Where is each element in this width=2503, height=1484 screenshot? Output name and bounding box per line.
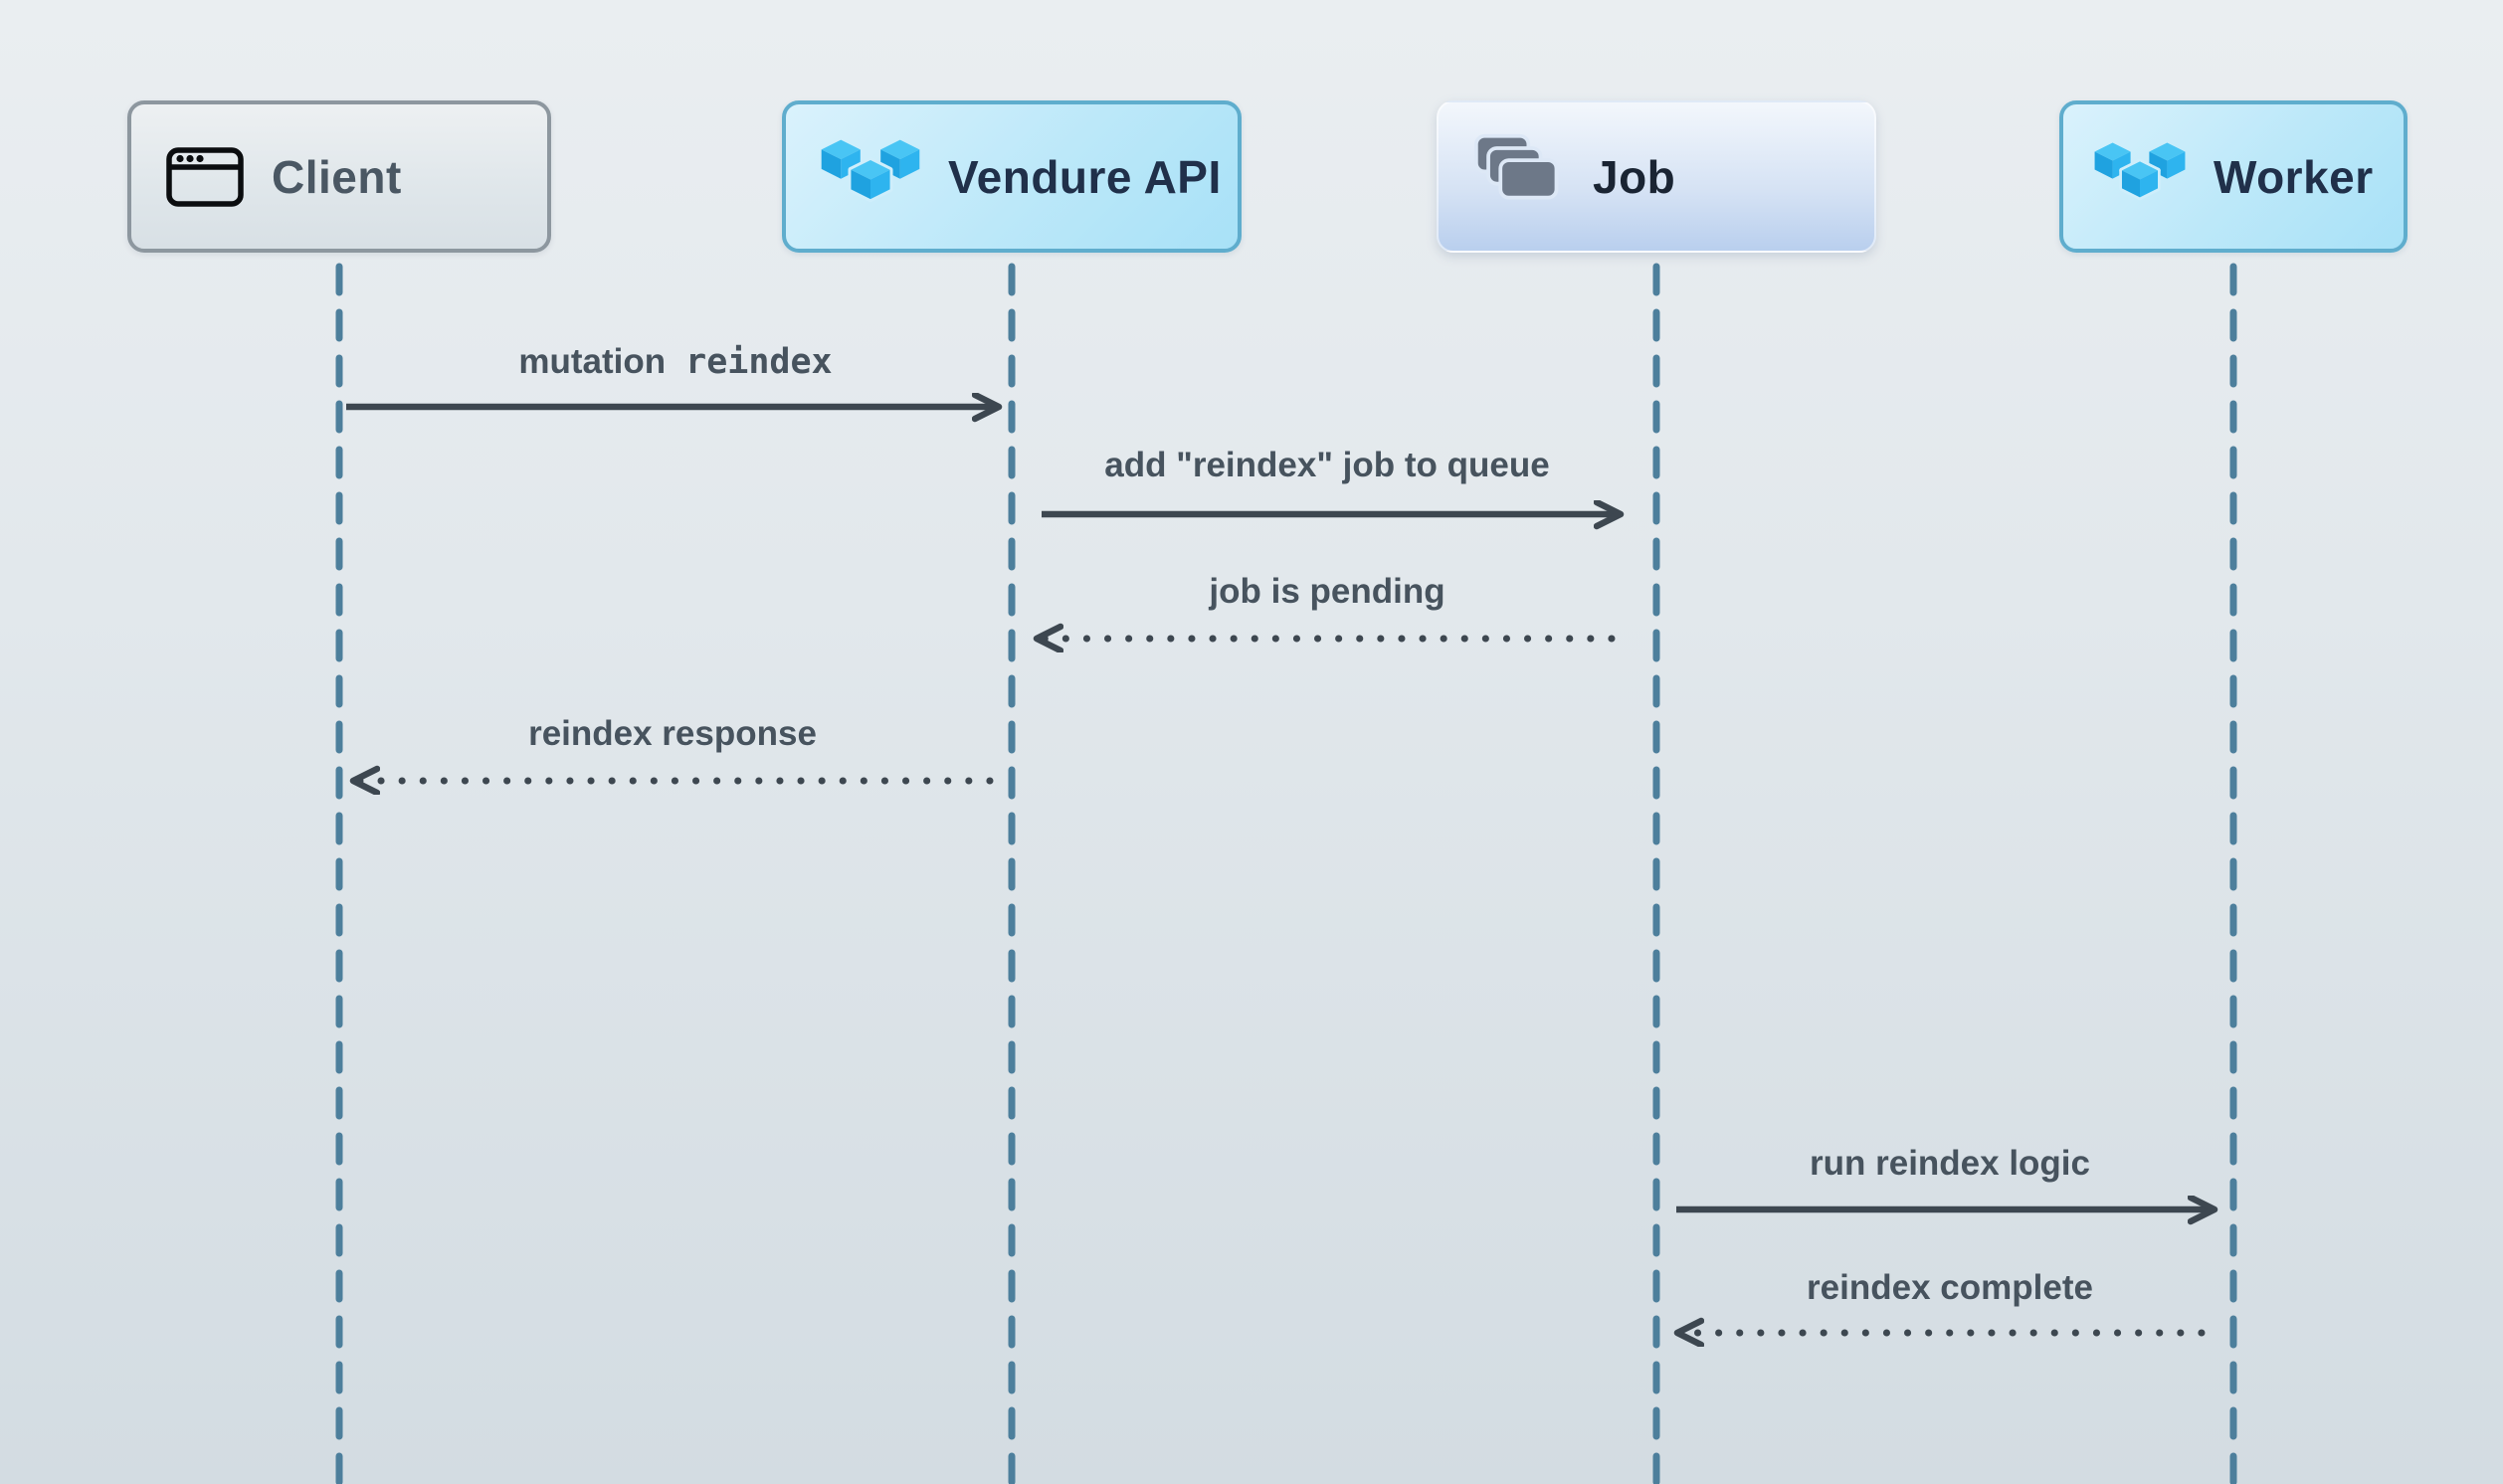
browser-window-icon xyxy=(165,146,245,208)
vendure-cubes-icon xyxy=(820,134,921,220)
actor-vendure-api: Vendure API xyxy=(782,100,1242,253)
actor-job: Job xyxy=(1437,100,1876,253)
actor-vendure-api-label: Vendure API xyxy=(948,150,1222,203)
actor-client-label: Client xyxy=(272,150,402,203)
message-text: mutation xyxy=(518,342,667,381)
message-label-job-is-pending: job is pending xyxy=(1209,572,1445,611)
actor-worker-label: Worker xyxy=(2214,150,2374,203)
stacked-cards-icon xyxy=(1472,132,1566,222)
message-label-reindex-complete: reindex complete xyxy=(1807,1268,2093,1307)
message-label-mutation-reindex: mutation reindex xyxy=(518,340,832,384)
message-label-run-reindex-logic: run reindex logic xyxy=(1810,1144,2090,1183)
actor-job-label: Job xyxy=(1593,150,1676,203)
message-label-add-job-to-queue: add "reindex" job to queue xyxy=(1104,446,1550,484)
message-code-text: reindex xyxy=(685,342,833,382)
vendure-cubes-icon xyxy=(2093,137,2187,217)
actor-client: Client xyxy=(127,100,551,253)
message-label-reindex-response: reindex response xyxy=(528,714,817,753)
actor-worker: Worker xyxy=(2059,100,2407,253)
